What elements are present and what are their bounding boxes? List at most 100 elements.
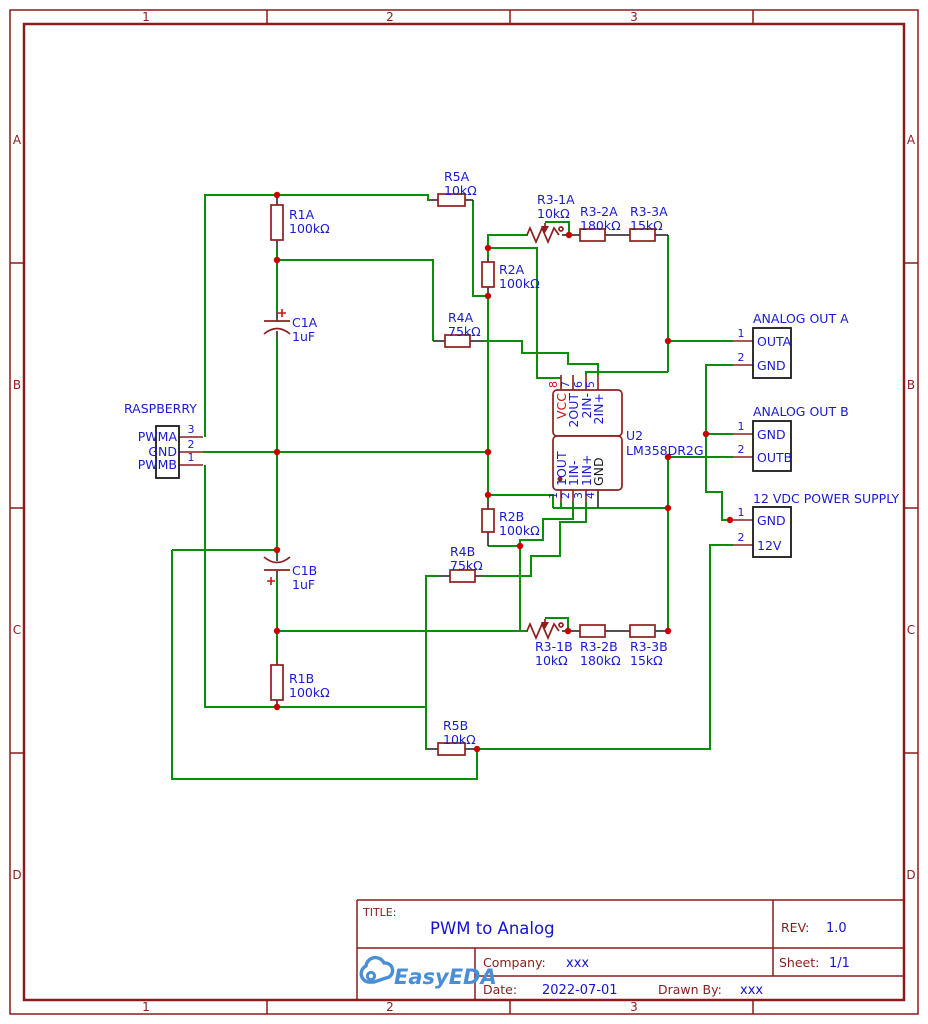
value: 100kΩ <box>289 685 330 700</box>
sheet-title[interactable]: PWM to Analog <box>430 919 555 938</box>
resistor-R3-3A[interactable]: R3-3A 15kΩ <box>629 204 668 242</box>
wire[interactable] <box>519 502 574 546</box>
pin-name-1out: 1OUT <box>554 451 569 486</box>
rev-value[interactable]: 1.0 <box>826 921 847 936</box>
pot-wiper-arrow <box>541 622 549 629</box>
resistor-R2B[interactable]: R2B 100kΩ <box>481 508 540 538</box>
connector-title: ANALOG OUT B <box>753 404 849 419</box>
ic-body-bottom <box>552 435 623 491</box>
wire[interactable] <box>483 340 599 375</box>
frame-inner-border <box>22 22 906 1002</box>
polarity-plus <box>267 577 275 585</box>
resistor-R4A[interactable]: R4A 75kΩ <box>444 310 481 348</box>
connector-body <box>752 506 792 558</box>
resistor-R5B[interactable]: R5B 10kΩ <box>437 718 476 756</box>
company-value[interactable]: xxx <box>566 956 589 971</box>
resistor-R3-3B[interactable]: R3-3B 15kΩ <box>629 624 668 668</box>
wire[interactable] <box>545 617 569 631</box>
ref-des: R3-3A <box>630 204 668 219</box>
wire[interactable] <box>204 194 429 437</box>
wire[interactable] <box>545 221 570 235</box>
value: 15kΩ <box>630 218 663 233</box>
wire[interactable] <box>204 465 427 750</box>
frame-col-label: 1 <box>142 10 150 24</box>
junction-dot <box>473 745 481 753</box>
connector-body <box>752 420 792 472</box>
cap-plate-curved <box>263 556 291 564</box>
junction-dot <box>516 542 524 550</box>
pin-name-1in-minus: 1IN- <box>566 460 581 486</box>
date-label: Date: <box>483 982 517 997</box>
wire[interactable] <box>277 259 434 341</box>
junction-dots <box>273 191 734 753</box>
pin-number: 5 <box>584 381 597 388</box>
wire[interactable] <box>472 200 488 297</box>
frame-row-label: C <box>13 623 21 637</box>
pin-number: 1 <box>738 506 745 519</box>
ref-des: R1B <box>289 671 314 686</box>
junction-dot <box>273 546 281 554</box>
ic-U2[interactable]: 8 7 6 5 VCC 2OUT 2IN- 2IN+ 1 2 3 4 1OUT … <box>547 375 704 502</box>
value: 10kΩ <box>537 206 570 221</box>
rev-label: REV: <box>781 920 809 935</box>
capacitor-C1B[interactable]: C1B 1uF <box>263 556 317 592</box>
sheet-value[interactable]: 1/1 <box>829 956 850 971</box>
connector-analog-out-a[interactable]: ANALOG OUT A 1 2 OUTA GND <box>733 311 849 379</box>
wire[interactable] <box>171 550 478 780</box>
wire[interactable] <box>488 494 554 508</box>
connector-title: ANALOG OUT A <box>753 311 849 326</box>
wire[interactable] <box>483 502 587 577</box>
capacitor-C1A[interactable]: C1A 1uF <box>263 309 318 344</box>
value: 75kΩ <box>450 558 483 573</box>
wire[interactable] <box>705 364 733 521</box>
resistor-R1A[interactable]: R1A 100kΩ <box>270 204 330 241</box>
value: 10kΩ <box>444 183 477 198</box>
pin-number: 3 <box>188 423 195 436</box>
sheet-frame: 1 2 3 1 2 3 A B C D A B C D <box>9 9 919 1015</box>
drawn-by-value[interactable]: xxx <box>740 983 763 998</box>
resistor-R3-2B[interactable]: R3-2B 180kΩ <box>579 624 621 668</box>
value: 180kΩ <box>580 653 621 668</box>
resistor-R2A[interactable]: R2A 100kΩ <box>481 261 540 291</box>
company-label: Company: <box>483 955 546 970</box>
ref-des: R3-2B <box>580 639 618 654</box>
connector-power-supply[interactable]: 12 VDC POWER SUPPLY 1 2 GND 12V <box>733 491 900 558</box>
value: 10kΩ <box>535 653 568 668</box>
value: 100kΩ <box>499 276 540 291</box>
sheet-label: Sheet: <box>779 955 819 970</box>
connector-raspberry[interactable]: RASPBERRY 3 2 1 PWMA GND PWMB <box>124 401 203 479</box>
resistor-R1B[interactable]: R1B 100kΩ <box>270 664 330 701</box>
wire[interactable] <box>488 247 561 379</box>
potentiometer-R3-1A[interactable]: R3-1A 10kΩ <box>526 192 575 245</box>
frame-row-label: D <box>12 868 21 882</box>
resistor-body <box>437 193 466 207</box>
connector-pin-stubs <box>733 340 753 366</box>
potentiometer-R3-1B[interactable]: R3-1B 10kΩ <box>526 619 573 668</box>
resistor-body <box>444 334 471 348</box>
wire[interactable] <box>477 544 733 750</box>
junction-dot <box>664 504 672 512</box>
ref-des: R3-1A <box>537 192 575 207</box>
resistor-R3-2A[interactable]: R3-2A 180kΩ <box>579 204 621 242</box>
frame-row-label: A <box>13 133 22 147</box>
date-value[interactable]: 2022-07-01 <box>542 983 618 998</box>
frame-row-label: B <box>907 378 915 392</box>
frame-col-label: 2 <box>386 1000 394 1014</box>
junction-dot <box>273 191 281 199</box>
resistor-R4B[interactable]: R4B 75kΩ <box>449 544 483 583</box>
frame-row-label: A <box>907 133 916 147</box>
resistor-R5A[interactable]: R5A 10kΩ <box>437 169 477 207</box>
drawn-by-label: Drawn By: <box>658 982 722 997</box>
wire[interactable] <box>487 234 528 257</box>
connector-analog-out-b[interactable]: ANALOG OUT B 1 2 GND OUTB <box>733 404 849 472</box>
pin-name-vcc: VCC <box>554 393 569 419</box>
junction-dot <box>564 627 572 635</box>
wire[interactable] <box>425 575 440 707</box>
pot-zigzag <box>526 621 560 641</box>
value: 100kΩ <box>289 221 330 236</box>
cloud-icon <box>359 955 395 984</box>
pin-name-2in-minus: 2IN- <box>579 393 594 419</box>
wire[interactable] <box>585 371 668 375</box>
